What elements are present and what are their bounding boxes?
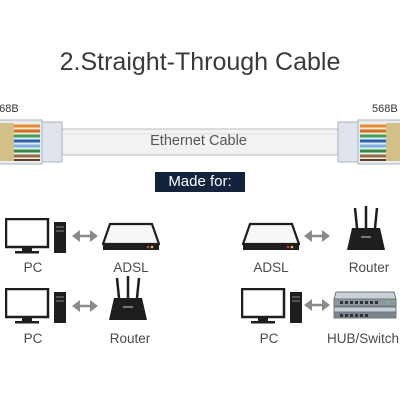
page-title: 2.Straight-Through Cable — [59, 48, 341, 76]
made-for-banner: Made for: — [155, 172, 245, 192]
device-label: ADSL — [253, 260, 289, 275]
device-label: PC — [23, 331, 43, 346]
pc-icon — [5, 218, 66, 254]
rj45-plug-icon — [337, 119, 400, 165]
right-standard-label: 568B — [372, 103, 398, 115]
device-label: PC — [259, 331, 279, 346]
left-standard-label: 568B — [0, 103, 19, 115]
device-label: PC — [23, 260, 43, 275]
router-icon — [109, 276, 147, 320]
double-arrow-icon — [72, 230, 98, 242]
double-arrow-icon — [72, 300, 98, 312]
switch-icon — [333, 291, 397, 319]
device-label: Router — [109, 331, 151, 346]
router-icon — [347, 206, 385, 250]
pc-icon — [241, 288, 302, 324]
adsl-modem-icon — [102, 222, 160, 250]
ethernet-cable-diagram — [0, 119, 400, 165]
device-label: Router — [348, 260, 390, 275]
device-label: HUB/Switch — [326, 331, 399, 346]
device-label: ADSL — [113, 260, 149, 275]
double-arrow-icon — [304, 299, 330, 311]
double-arrow-icon — [304, 230, 330, 242]
pc-icon — [5, 288, 66, 324]
adsl-modem-icon — [242, 222, 300, 250]
rj45-plug-icon — [0, 119, 63, 165]
cable-label: Ethernet Cable — [150, 133, 247, 149]
